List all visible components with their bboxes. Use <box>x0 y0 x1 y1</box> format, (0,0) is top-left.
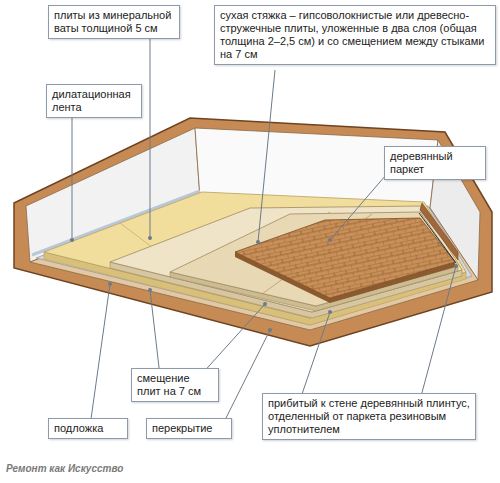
callout-text: подложка <box>54 422 122 435</box>
callout-text: смещение плит на 7 см <box>137 372 213 398</box>
callout-box: дилатационная лента <box>46 84 142 118</box>
leader-line <box>300 312 330 400</box>
leader-line <box>420 266 456 400</box>
plinth <box>420 203 458 260</box>
callout-text: плиты из минеральной ваты толщиной 5 см <box>54 9 174 35</box>
leader-dot <box>328 310 332 314</box>
leader-dot <box>70 238 74 242</box>
leader-dots <box>70 236 458 332</box>
rubber-seal <box>419 213 456 263</box>
mineral-wool <box>44 192 466 318</box>
leader-dot <box>108 282 112 286</box>
screed-layer-2 <box>170 212 458 306</box>
wall-and-slab <box>14 118 492 346</box>
parquet <box>235 218 455 298</box>
leader-line <box>150 290 160 376</box>
callout-box: смещение плит на 7 см <box>131 368 219 402</box>
leader-line <box>150 30 151 238</box>
callout-text: деревянный паркет <box>390 150 480 176</box>
leader-line <box>90 284 110 426</box>
leader-dot <box>268 328 272 332</box>
callout-text: сухая стяжка – гипсоволокнистые или древ… <box>220 9 490 61</box>
callout-box: деревянный паркет <box>384 146 486 180</box>
leader-dot <box>256 240 260 244</box>
leader-dot <box>328 238 332 242</box>
callout-box: плиты из минеральной ваты толщиной 5 см <box>48 5 180 39</box>
callout-text: дилатационная лента <box>52 88 136 114</box>
callout-box: подложка <box>48 418 128 439</box>
leader-dot <box>148 236 152 240</box>
callout-box: сухая стяжка – гипсоволокнистые или древ… <box>214 5 496 65</box>
callout-text: прибитый к стене деревянный плинтус, отд… <box>268 397 470 436</box>
leader-line <box>200 304 265 376</box>
leader-line <box>258 70 275 242</box>
watermark: Ремонт как Искусство <box>6 463 123 475</box>
screed-layer-1 <box>110 206 462 312</box>
callout-text: перекрытие <box>152 422 226 435</box>
leader-dot <box>454 264 458 268</box>
leader-line <box>330 168 392 240</box>
leader-dot <box>148 288 152 292</box>
callout-box: перекрытие <box>146 418 232 439</box>
leader-dot <box>263 302 267 306</box>
callout-box: прибитый к стене деревянный плинтус, отд… <box>262 393 476 440</box>
leader-line <box>72 110 73 240</box>
